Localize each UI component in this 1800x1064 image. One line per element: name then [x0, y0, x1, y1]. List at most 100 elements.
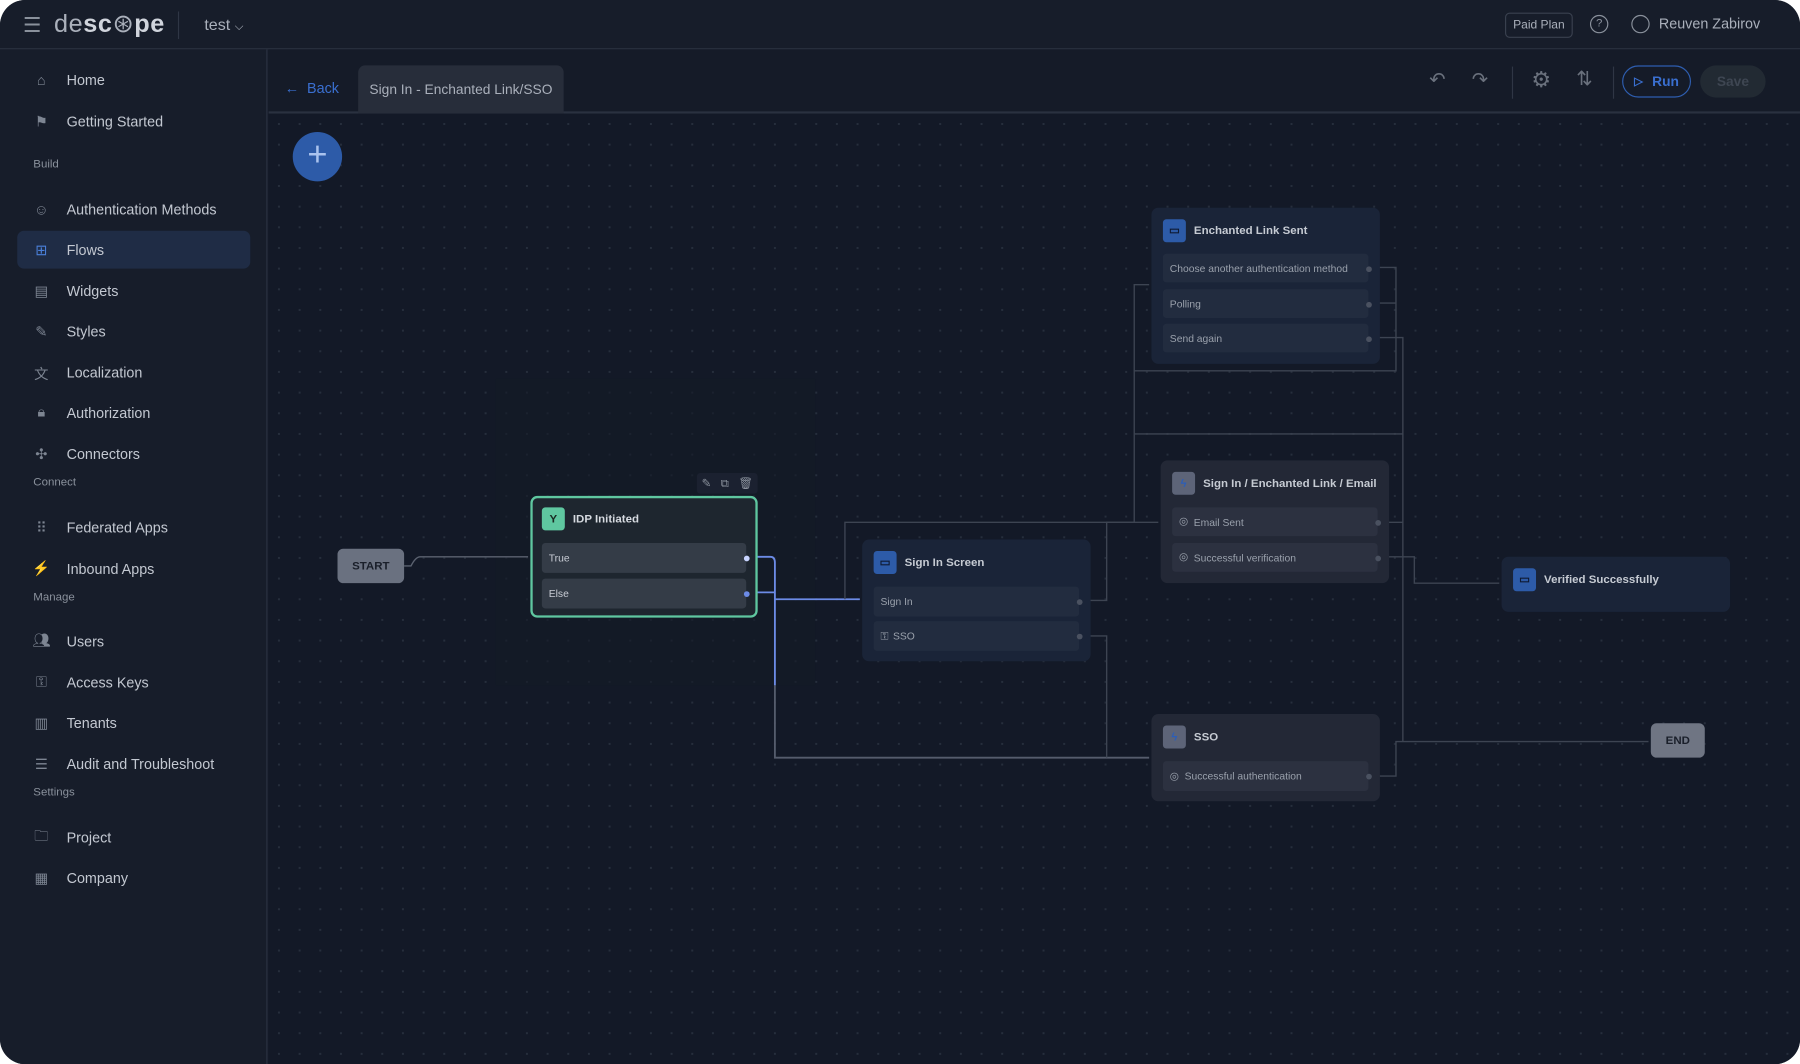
screen-icon: ▭: [1513, 568, 1537, 592]
end-node[interactable]: END: [1650, 723, 1705, 758]
flow-tab[interactable]: Sign In - Enchanted Link/SSO: [358, 65, 564, 114]
sidebar-item-widgets[interactable]: ▤Widgets: [17, 272, 250, 310]
sidebar-section-title: Build: [33, 158, 59, 172]
sidebar-item-company[interactable]: ▦Company: [17, 859, 250, 897]
key-icon: ⚿: [880, 629, 889, 642]
chevron-down-icon: ⌵: [234, 20, 244, 34]
back-button[interactable]: ← Back: [285, 80, 339, 96]
sidebar-item-connectors[interactable]: ✣Connectors: [17, 435, 250, 473]
redo-icon[interactable]: ↷: [1471, 68, 1489, 91]
sidebar-item-label: Home: [66, 71, 105, 88]
sidebar-item-federated-apps[interactable]: ⠿Federated Apps: [17, 509, 250, 547]
flag-icon: ⚑: [34, 113, 48, 130]
row-label: Else: [548, 587, 569, 600]
sidebar-section-title: Manage: [33, 591, 75, 604]
output-handle[interactable]: [1366, 266, 1372, 273]
sidebar-item-flows[interactable]: ⊞ Flows: [17, 230, 251, 269]
condition-else[interactable]: Else: [541, 578, 750, 609]
copy-icon[interactable]: ⧉: [720, 476, 729, 490]
sidebar-item-home[interactable]: ⌂Home: [17, 61, 250, 99]
branch-icon: Y: [541, 507, 565, 531]
gear-icon[interactable]: ⚙: [1531, 68, 1552, 93]
key-icon: ⚿: [35, 673, 47, 690]
sidebar-item-authentication-methods[interactable]: ☺Authentication Methods: [17, 191, 250, 229]
sidebar-item-inbound-apps[interactable]: ⚡Inbound Apps: [17, 550, 250, 588]
help-icon[interactable]: ?: [1589, 14, 1609, 34]
node-enchanted-link-sent[interactable]: ▭Enchanted Link Sent Choose another auth…: [1151, 207, 1380, 364]
sidebar-item-label: Company: [66, 869, 129, 886]
output-successful-verification[interactable]: ◎Successful verification: [1172, 543, 1382, 572]
project-selector[interactable]: test ⌵: [204, 15, 243, 33]
sidebar-item-localization[interactable]: 文 Localization: [17, 354, 250, 392]
trash-icon[interactable]: 🗑: [738, 476, 753, 490]
output-choose-another[interactable]: Choose another authentication method: [1162, 253, 1372, 283]
sidebar-item-users[interactable]: 👥︎Users: [17, 622, 250, 660]
user-name[interactable]: Reuven Zabirov: [1658, 16, 1761, 33]
sidebar-item-label: Flows: [66, 241, 105, 258]
sidebar-item-label: Tenants: [66, 714, 117, 731]
sidebar-item-label: Users: [66, 633, 105, 650]
output-handle[interactable]: [1076, 633, 1083, 640]
flow-icon: ⊞: [35, 242, 48, 259]
row-label: Sign In: [880, 595, 913, 608]
node-toolbar: ✎ ⧉ 🗑: [696, 472, 758, 494]
output-send-again[interactable]: Send again: [1162, 323, 1372, 353]
save-button[interactable]: Save: [1700, 65, 1766, 98]
lightning-icon: ϟ: [1162, 725, 1186, 749]
node-idp-initiated[interactable]: Y IDP Initiated True Else: [530, 495, 758, 618]
sidebar-item-audit-and-troubleshoot[interactable]: ☰Audit and Troubleshoot: [17, 745, 250, 783]
sidebar-item-label: Federated Apps: [66, 519, 168, 536]
output-handle[interactable]: [1366, 773, 1372, 780]
output-handle[interactable]: [1366, 336, 1372, 343]
plan-badge[interactable]: Paid Plan: [1505, 12, 1573, 38]
condition-true[interactable]: True: [541, 543, 750, 573]
undo-icon[interactable]: ↶: [1429, 68, 1446, 91]
sidebar-item-label: Access Keys: [66, 674, 149, 691]
menu-icon[interactable]: ☰: [22, 13, 42, 37]
node-sign-in-screen[interactable]: ▭Sign In Screen Sign In ⚿SSO: [862, 539, 1091, 662]
sidebar-item-tenants[interactable]: ▥Tenants: [17, 704, 250, 742]
output-sign-in[interactable]: Sign In: [873, 586, 1083, 617]
output-handle[interactable]: [743, 591, 750, 597]
back-label: Back: [307, 80, 339, 97]
logo[interactable]: desc⊛pe: [53, 9, 165, 38]
sidebar-item-authorization[interactable]: 🔒︎ Authorization: [17, 394, 250, 432]
user-avatar-icon[interactable]: [1631, 14, 1650, 34]
node-verified-successfully[interactable]: ▭Verified Successfully: [1501, 556, 1731, 612]
output-email-sent[interactable]: ◎Email Sent: [1172, 507, 1382, 537]
add-node-button[interactable]: +: [292, 132, 343, 182]
puzzle-icon: ✣: [35, 446, 48, 463]
output-handle[interactable]: [743, 555, 750, 562]
output-successful-authentication[interactable]: ◎Successful authentication: [1162, 761, 1372, 791]
sidebar-item-label: Authorization: [66, 404, 151, 421]
output-sso[interactable]: ⚿SSO: [873, 621, 1083, 651]
editor-tab-bar: ← Back Sign In - Enchanted Link/SSO ↶ ↷ …: [268, 49, 1800, 114]
sidebar-item-getting-started[interactable]: ⚑Getting Started: [17, 102, 250, 140]
sidebar-item-project[interactable]: 🗀Project: [17, 819, 250, 857]
lock-icon: 🔒︎: [37, 404, 46, 421]
sidebar-item-label: Localization: [66, 364, 143, 381]
start-node[interactable]: START: [337, 548, 405, 584]
sidebar-item-label: Widgets: [66, 282, 119, 300]
sidebar-item-styles[interactable]: ✎Styles: [17, 312, 250, 350]
output-handle[interactable]: [1076, 599, 1083, 605]
sidebar-item-label: Inbound Apps: [66, 560, 155, 577]
sort-arrows-icon[interactable]: ⇅: [1576, 67, 1593, 90]
run-button[interactable]: ▷Run: [1622, 65, 1692, 98]
sidebar-item-label: Styles: [66, 323, 106, 340]
translate-icon: 文: [34, 366, 49, 383]
pencil-icon[interactable]: ✎: [701, 476, 712, 490]
row-label: SSO: [892, 630, 915, 642]
sidebar-item-access-keys[interactable]: ⚿ Access Keys: [17, 664, 250, 702]
output-polling[interactable]: Polling: [1162, 289, 1372, 318]
sidebar-item-label: Project: [66, 829, 112, 846]
output-handle[interactable]: [1375, 555, 1382, 562]
arrow-left-icon: ←: [284, 80, 300, 97]
output-handle[interactable]: [1375, 520, 1382, 526]
output-handle[interactable]: [1366, 301, 1372, 308]
row-label: True: [548, 552, 570, 564]
node-title: IDP Initiated: [572, 512, 639, 526]
